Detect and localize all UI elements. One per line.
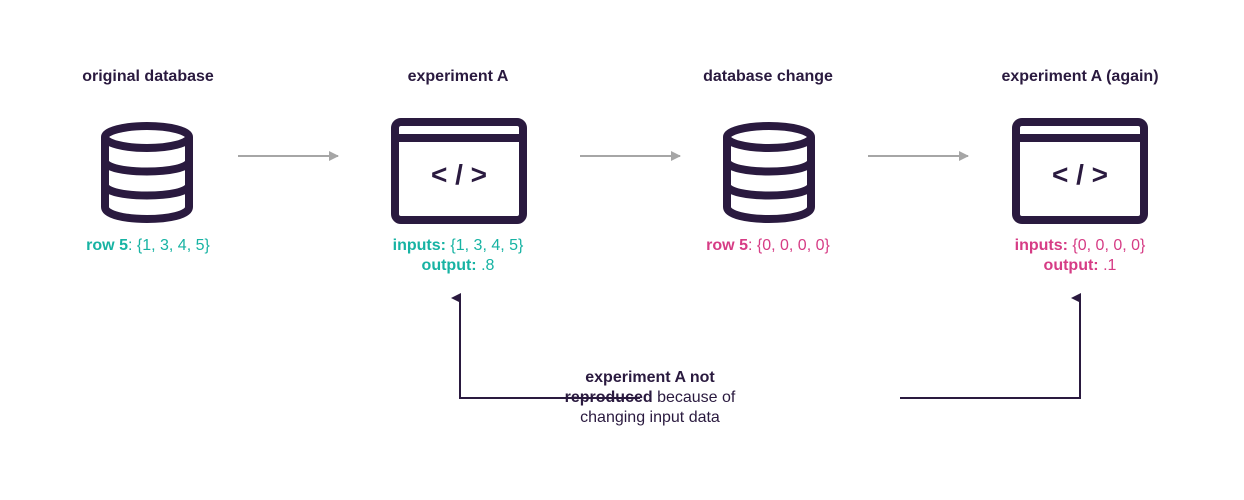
caption-value: .1 [1098,257,1117,274]
node-title-database-change: database change [703,68,833,85]
node-caption-original-database: row 5: {1, 3, 4, 5} [86,236,210,256]
node-title-experiment-a-again: experiment A (again) [1001,68,1159,85]
note-rest: because of [652,389,736,406]
caption-value: .8 [476,257,495,274]
connector-left [451,293,640,399]
caption-row: inputs: {0, 0, 0, 0} [1015,236,1146,256]
note-line-2: reproduced because of [530,388,770,408]
database-icon [101,122,193,223]
caption-label: output: [1043,257,1099,274]
code-window-icon: < / > [391,118,527,224]
database-icon [723,122,815,223]
node-caption-experiment-a-again: inputs: {0, 0, 0, 0} output: .1 [1015,236,1146,276]
caption-row: row 5: {1, 3, 4, 5} [86,236,210,256]
node-title-experiment-a: experiment A [407,68,509,85]
code-glyph: < / > [431,159,487,190]
caption-row: output: .1 [1015,256,1146,276]
caption-row: row 5: {0, 0, 0, 0} [706,236,830,256]
not-reproduced-note: experiment A not reproduced because of c… [530,368,770,428]
caption-value: : {1, 3, 4, 5} [127,237,210,254]
caption-label: output: [421,257,477,274]
node-title-original-database: original database [82,68,214,85]
note-line-1: experiment A not [585,369,715,386]
caption-value: : {0, 0, 0, 0} [747,237,830,254]
node-caption-experiment-a: inputs: {1, 3, 4, 5} output: .8 [393,236,524,276]
note-bold-word: reproduced [564,389,653,406]
caption-row: output: .8 [393,256,524,276]
code-window-icon: < / > [1012,118,1148,224]
caption-value: {0, 0, 0, 0} [1067,237,1146,254]
caption-label: inputs: [1014,237,1068,254]
caption-label: row 5 [86,237,128,254]
caption-label: row 5 [706,237,748,254]
code-glyph: < / > [1052,159,1108,190]
caption-row: inputs: {1, 3, 4, 5} [393,236,524,256]
caption-value: {1, 3, 4, 5} [445,237,524,254]
caption-label: inputs: [392,237,446,254]
note-line-3: changing input data [580,409,720,426]
node-caption-database-change: row 5: {0, 0, 0, 0} [706,236,830,256]
connector-right [900,293,1081,399]
